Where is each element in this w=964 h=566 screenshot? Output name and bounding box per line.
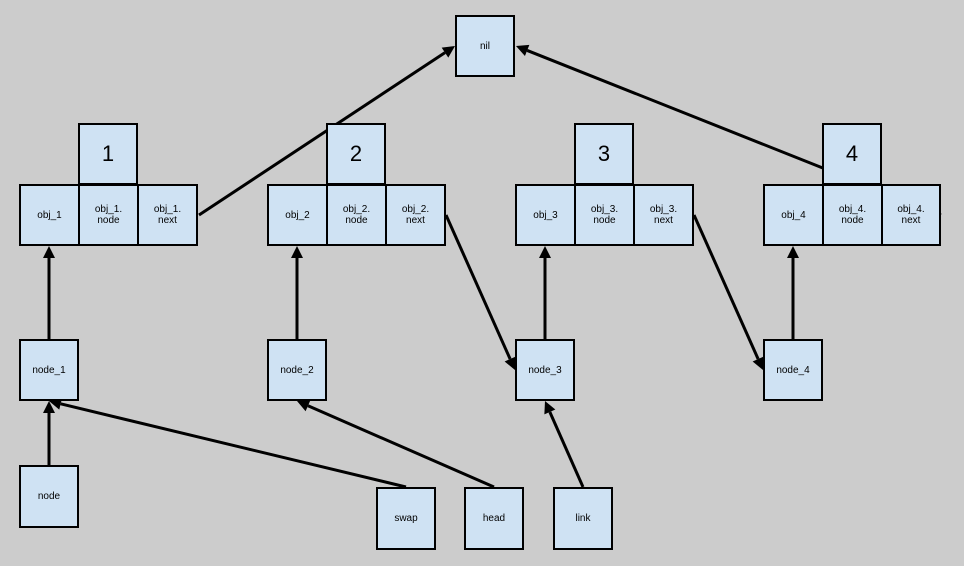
arrow-head <box>43 401 55 413</box>
arrow-obj_3_next-to-node_4 <box>692 214 764 370</box>
obj-2-node-cell: obj_2. node <box>326 184 387 246</box>
arrow-swap-to-node_1 <box>49 397 407 489</box>
arrow-head <box>752 356 764 370</box>
obj-1-node-cell: obj_1. node <box>78 184 139 246</box>
arrow-node_4-to-obj_4 <box>787 246 799 339</box>
arrow-line <box>692 214 760 360</box>
obj-3-node-cell: obj_3. node <box>574 184 635 246</box>
arrow-obj_1_next-to-nil <box>198 46 455 217</box>
value-4-box: 4 <box>822 123 882 185</box>
obj-3-cell: obj_3 <box>515 184 576 246</box>
obj-4-next-cell: obj_4. next <box>881 184 941 246</box>
value-2-box: 2 <box>326 123 386 185</box>
arrow-head <box>787 246 799 258</box>
arrow-line <box>60 402 407 489</box>
arrow-line <box>548 411 585 488</box>
obj-3-next-cell: obj_3. next <box>633 184 694 246</box>
arrow-head <box>441 46 455 58</box>
arrow-head <box>539 246 551 258</box>
arrow-line <box>198 51 446 217</box>
arrow-head <box>516 44 530 57</box>
node-4-box: node_4 <box>763 339 823 401</box>
obj-4-cell: obj_4 <box>763 184 824 246</box>
arrow-node-to-node_1 <box>43 401 55 465</box>
obj-1-next-cell: obj_1. next <box>137 184 198 246</box>
nil-box: nil <box>455 15 515 77</box>
arrow-head <box>504 356 516 370</box>
arrow-node_3-to-obj_3 <box>539 246 551 339</box>
link-box: link <box>553 487 613 550</box>
node-box: node <box>19 465 79 528</box>
arrow-line <box>444 214 512 360</box>
node-2-box: node_2 <box>267 339 327 401</box>
arrow-line <box>307 404 495 489</box>
value-1-box: 1 <box>78 123 138 185</box>
node-3-box: node_3 <box>515 339 575 401</box>
arrow-node_2-to-obj_2 <box>291 246 303 339</box>
arrow-obj_2_next-to-node_3 <box>444 214 516 370</box>
arrow-head <box>43 246 55 258</box>
arrow-head <box>291 246 303 258</box>
obj-2-next-cell: obj_2. next <box>385 184 446 246</box>
swap-box: swap <box>376 487 436 550</box>
node-1-box: node_1 <box>19 339 79 401</box>
obj-1-cell: obj_1 <box>19 184 80 246</box>
obj-4-node-cell: obj_4. node <box>822 184 883 246</box>
arrow-head <box>297 400 311 412</box>
arrow-node_1-to-obj_1 <box>43 246 55 339</box>
arrow-head <box>544 401 556 415</box>
obj-2-cell: obj_2 <box>267 184 328 246</box>
value-3-box: 3 <box>574 123 634 185</box>
arrow-head-to-node_2 <box>297 400 495 489</box>
head-box: head <box>464 487 524 550</box>
arrow-link-to-node_3 <box>544 401 585 488</box>
